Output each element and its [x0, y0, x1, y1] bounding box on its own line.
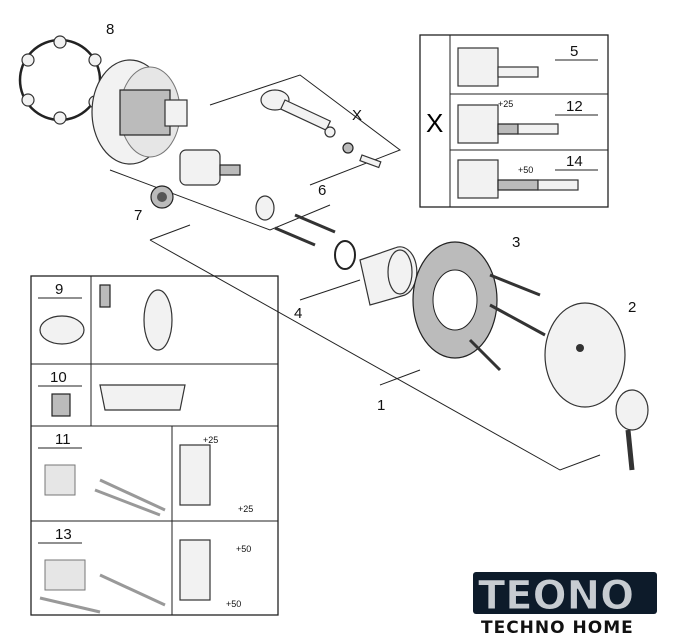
rosette-part: [544, 302, 626, 408]
callout-4: 4: [294, 305, 302, 322]
screws-part: [255, 195, 336, 247]
dim-11-bottom: +25: [238, 504, 253, 514]
extension-row-5: 5: [457, 43, 598, 87]
escutcheon-frame-part: [412, 241, 546, 372]
extension-row-12: 12 +25: [457, 98, 598, 144]
accessory-9: 9: [38, 281, 173, 351]
accessories-box: 9 10 11 +25 +25 13: [30, 275, 279, 616]
dim-13-bottom: +50: [226, 599, 241, 609]
callout-6: 6: [318, 182, 326, 199]
seal-ring-part: [18, 35, 102, 125]
callout-x: X: [352, 107, 362, 124]
part-13-label: 13: [55, 526, 72, 543]
part-10-label: 10: [50, 369, 67, 386]
part-12-label: 12: [566, 98, 583, 115]
cartridge-part: [179, 149, 241, 186]
part-11-label: 11: [55, 431, 71, 448]
callout-7: 7: [134, 207, 142, 224]
callout-8: 8: [106, 21, 114, 38]
sleeve-part: [334, 240, 418, 306]
teono-logo: TEONO TECHNO HOME: [473, 572, 657, 638]
dim-plus25: +25: [498, 99, 513, 109]
logo-tagline: TECHNO HOME: [481, 618, 634, 638]
callout-3: 3: [512, 234, 520, 251]
part-9-label: 9: [55, 281, 63, 298]
extension-box: X 5 12 +25 14 +50: [419, 34, 609, 208]
dim-11-top: +25: [203, 435, 218, 445]
extension-box-title: X: [426, 108, 443, 138]
callout-2: 2: [628, 299, 636, 316]
thermometer-icon: [99, 284, 111, 308]
dim-plus50: +50: [518, 165, 533, 175]
extension-row-14: 14 +50: [457, 153, 598, 199]
accessory-10: 10: [38, 369, 186, 417]
dim-13-top: +50: [236, 544, 251, 554]
spindle-part: [260, 89, 382, 169]
mounting-body-part: [91, 59, 188, 165]
callout-1: 1: [377, 397, 385, 414]
handle-part: [615, 389, 649, 471]
part-14-label: 14: [566, 153, 583, 170]
part-5-label: 5: [570, 43, 578, 60]
stop-valve-part: [150, 185, 174, 209]
accessory-13: 13 +50 +50: [38, 526, 251, 614]
accessory-11: 11 +25 +25: [38, 431, 253, 517]
logo-brand: TEONO: [478, 573, 634, 619]
